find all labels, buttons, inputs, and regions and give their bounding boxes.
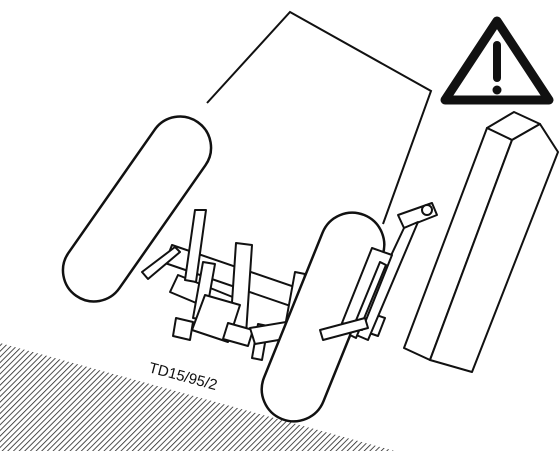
hydraulic-cylinder (319, 202, 438, 341)
implement-body (403, 111, 559, 373)
sloped-ground (0, 343, 395, 451)
safety-frame (206, 10, 433, 225)
warning-triangle-icon (440, 16, 554, 105)
left-wheel (61, 115, 213, 303)
